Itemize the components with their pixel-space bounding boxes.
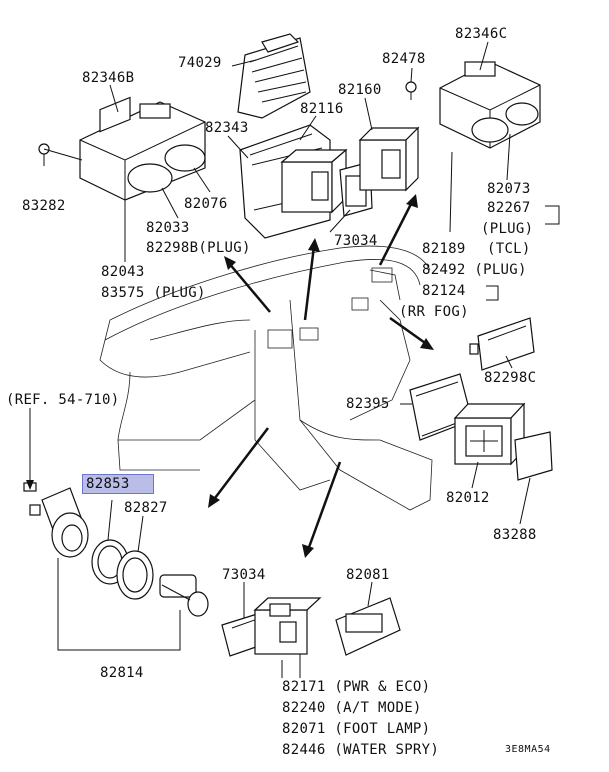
label-73034-bottom: 73034 [222,567,266,583]
pointer-arrows [208,194,434,558]
label-82124: 82124 [422,283,466,299]
label-82076: 82076 [184,196,228,212]
part-82171-switch [253,597,322,655]
label-82081: 82081 [346,567,390,583]
label-82492: 82492 (PLUG) [422,262,527,278]
label-82478: 82478 [382,51,426,67]
part-lighter-plug [159,574,209,617]
label-82033: 82033 [146,220,190,236]
label-83282: 83282 [22,198,66,214]
part-82298c-cover [469,317,535,371]
label-82116: 82116 [300,101,344,117]
label-rr-fog: (RR FOG) [399,304,469,320]
label-82171: 82171 (PWR & ECO) [282,679,431,695]
label-82071: 82071 (FOOT LAMP) [282,721,431,737]
part-83288-cap [514,431,553,481]
label-82298b: 82298B(PLUG) [146,240,251,256]
part-82346b-switch [79,96,206,201]
label-82346c: 82346C [455,26,508,42]
part-82012-clock [453,402,526,466]
label-83575: 83575 (PLUG) [101,285,206,301]
dashboard-outline [99,245,433,511]
label-plug-tcl: (PLUG) [481,221,534,237]
label-82446: 82446 (WATER SPRY) [282,742,440,758]
label-82073: 82073 [487,181,531,197]
label-82853-highlighted[interactable]: 82853 [82,474,154,494]
part-82160-switch [358,126,420,192]
part-74029-bezel [237,33,311,119]
part-82116-switch [280,148,348,214]
part-82346c-switch [439,61,541,149]
label-82012: 82012 [446,490,490,506]
part-82081-switch [335,597,401,656]
label-ref: (REF. 54-710) [6,392,120,408]
label-82343: 82343 [205,120,249,136]
label-82043: 82043 [101,264,145,280]
part-82478-screw [405,81,417,100]
label-82827: 82827 [124,500,168,516]
label-73034-top: 73034 [334,233,378,249]
label-82189: 82189 [422,241,466,257]
part-82814-lighter-socket [23,482,89,558]
label-82267: 82267 [487,200,531,216]
leader-lines [26,41,560,678]
label-83288: 83288 [493,527,537,543]
label-tcl: (TCL) [487,241,531,257]
diagram-code: 3E8MA54 [505,744,551,755]
label-82395: 82395 [346,396,390,412]
part-83282-screw [38,143,83,166]
label-74029: 74029 [178,55,222,71]
label-82298c: 82298C [484,370,537,386]
label-82160: 82160 [338,82,382,98]
label-82240: 82240 (A/T MODE) [282,700,422,716]
part-82827-ring [116,550,154,600]
label-82814: 82814 [100,665,144,681]
label-82346b: 82346B [82,70,135,86]
